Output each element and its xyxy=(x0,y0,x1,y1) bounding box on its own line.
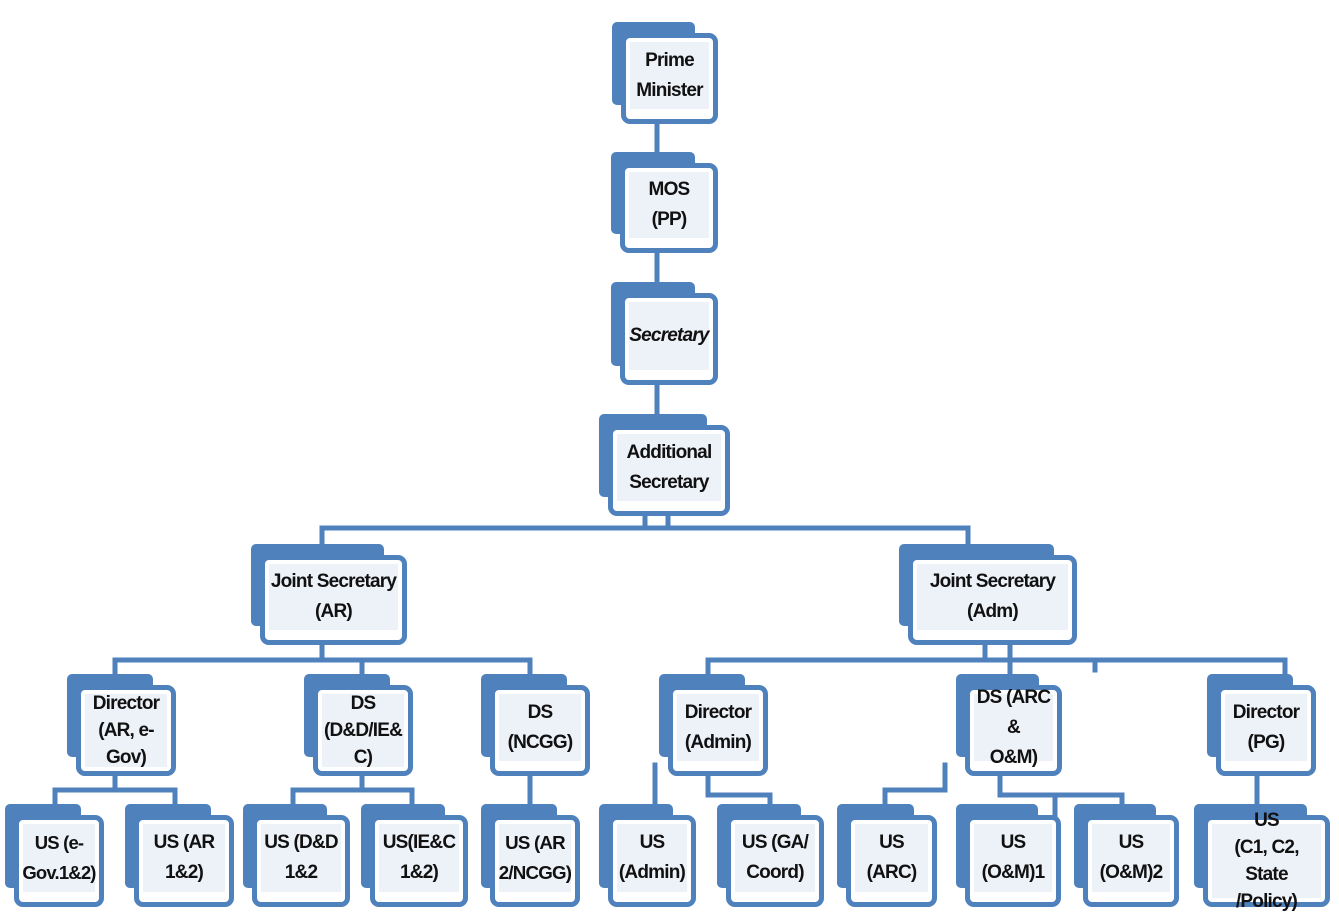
org-node-us-ga: US (GA/ Coord) xyxy=(717,804,824,907)
org-node-us-egov: US (e- Gov.1&2) xyxy=(5,804,104,907)
org-node-us-om1: US (O&M)1 xyxy=(956,804,1061,907)
connector xyxy=(290,773,415,818)
org-node-ds-arc: DS (ARC & O&M) xyxy=(956,674,1062,776)
org-node-label: Joint Secretary (Adm) xyxy=(917,564,1068,630)
org-node-dir-pg: Director (PG) xyxy=(1207,674,1316,776)
org-node-us-ar: US (AR 1&2) xyxy=(125,804,234,907)
org-node-label: US (AR 1&2) xyxy=(143,824,225,892)
connector xyxy=(319,513,971,558)
org-node-js-adm: Joint Secretary (Adm) xyxy=(899,544,1077,645)
org-node-mos: MOS (PP) xyxy=(611,152,718,253)
connector xyxy=(705,642,1288,688)
org-node-label: US (D&D 1&2 xyxy=(261,824,341,892)
org-node-ds-dd: DS (D&D/IE& C) xyxy=(304,674,413,776)
org-node-label: US (C1, C2, State /Policy) xyxy=(1212,810,1321,912)
org-node-label: DS (NCGG) xyxy=(499,694,581,761)
org-node-label: Director (Admin) xyxy=(677,694,759,761)
org-node-us-iec: US(IE&C 1&2) xyxy=(361,804,468,907)
org-node-label: Director (PG) xyxy=(1225,694,1307,761)
org-node-us-dd: US (D&D 1&2 xyxy=(243,804,350,907)
connector xyxy=(112,642,533,688)
org-node-dir-admin: Director (Admin) xyxy=(659,674,768,776)
org-node-label: Additional Secretary xyxy=(617,434,721,501)
connector xyxy=(52,773,178,818)
org-node-label: Director (AR, e- Gov) xyxy=(85,693,167,768)
org-node-dir-ar: Director (AR, e- Gov) xyxy=(67,674,176,776)
org-node-label: Secretary xyxy=(629,302,710,370)
org-node-label: US (Admin) xyxy=(617,824,687,892)
org-node-js-ar: Joint Secretary (AR) xyxy=(251,544,407,645)
org-node-us-om2: US (O&M)2 xyxy=(1074,804,1179,907)
org-node-label: US (O&M)1 xyxy=(974,824,1052,892)
org-node-secretary: Secretary xyxy=(611,282,718,385)
org-node-label: US (AR 2/NCGG) xyxy=(499,824,572,892)
org-node-label: US (e- Gov.1&2) xyxy=(22,824,96,892)
org-node-us-c1: US (C1, C2, State /Policy) xyxy=(1194,804,1330,912)
org-node-label: DS (D&D/IE& C) xyxy=(322,693,404,768)
org-node-label: US (ARC) xyxy=(855,824,928,892)
org-node-label: Prime Minister xyxy=(630,42,709,109)
org-node-label: US (GA/ Coord) xyxy=(735,824,815,892)
org-node-label: US(IE&C 1&2) xyxy=(379,824,459,892)
org-node-pm: Prime Minister xyxy=(612,22,718,124)
org-node-label: DS (ARC & O&M) xyxy=(974,687,1053,768)
org-node-us-admin: US (Admin) xyxy=(599,804,696,907)
org-node-addl-secretary: Additional Secretary xyxy=(599,414,730,516)
org-node-us-ar2: US (AR 2/NCGG) xyxy=(481,804,580,907)
org-node-label: MOS (PP) xyxy=(629,172,709,238)
org-node-ds-ncgg: DS (NCGG) xyxy=(481,674,590,776)
org-node-label: US (O&M)2 xyxy=(1092,824,1170,892)
org-node-label: Joint Secretary (AR) xyxy=(269,564,398,630)
org-node-us-arc: US (ARC) xyxy=(837,804,937,907)
